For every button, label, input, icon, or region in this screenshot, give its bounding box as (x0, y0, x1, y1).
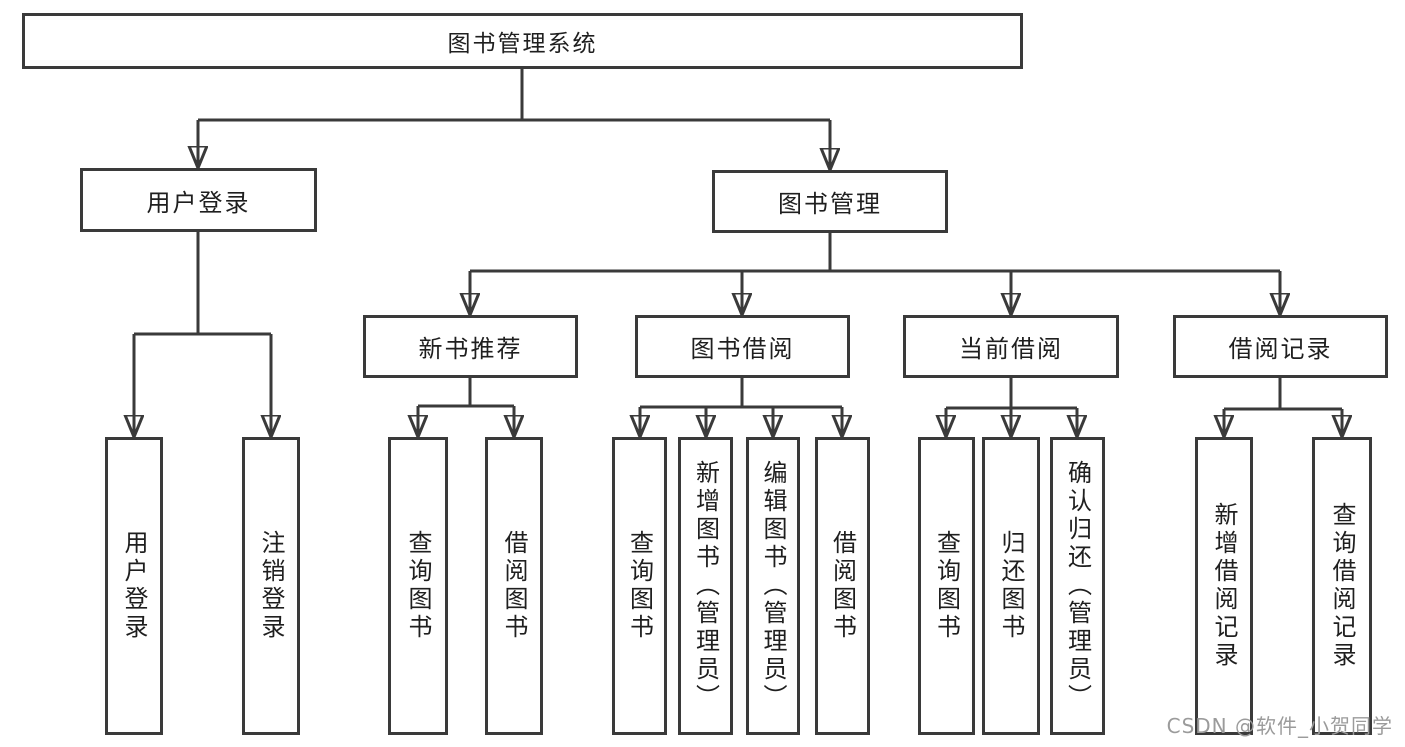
leaf-cb-query-book-label: 查询图书 (932, 530, 961, 642)
leaf-br-query-record: 查询借阅记录 (1312, 437, 1372, 735)
node-new-book-recommend: 新书推荐 (363, 315, 578, 378)
node-current-borrow: 当前借阅 (903, 315, 1119, 378)
leaf-bb-add-book-label: 新增图书（管理员） (691, 460, 720, 712)
leaf-user-login: 用户登录 (105, 437, 163, 735)
leaf-nb-query-book: 查询图书 (388, 437, 448, 735)
node-user-login-label: 用户登录 (146, 188, 251, 217)
node-book-borrow-label: 图书借阅 (690, 335, 795, 363)
leaf-bb-add-book: 新增图书（管理员） (678, 437, 733, 735)
leaf-bb-query-book-label: 查询图书 (625, 530, 654, 642)
leaf-user-login-label: 用户登录 (120, 530, 148, 642)
leaf-nb-borrow-book: 借阅图书 (485, 437, 543, 735)
leaf-cb-confirm-return-label: 确认归还（管理员） (1063, 460, 1092, 712)
connector-new-book-recommend (418, 378, 514, 437)
leaf-bb-edit-book: 编辑图书（管理员） (746, 437, 800, 735)
leaf-nb-query-book-label: 查询图书 (404, 530, 432, 642)
leaf-logout: 注销登录 (242, 437, 300, 735)
connector-book-borrow (640, 378, 842, 437)
node-system-root: 图书管理系统 (22, 13, 1023, 69)
connector-book-management (470, 233, 1280, 315)
leaf-cb-confirm-return: 确认归还（管理员） (1050, 437, 1105, 735)
watermark: CSDN @软件_小贺同学 (1166, 714, 1393, 738)
node-book-management: 图书管理 (712, 170, 948, 233)
node-user-login: 用户登录 (80, 168, 317, 232)
leaf-logout-label: 注销登录 (257, 530, 285, 642)
leaf-cb-return-book: 归还图书 (982, 437, 1040, 735)
leaf-br-query-record-label: 查询借阅记录 (1328, 502, 1356, 670)
leaf-cb-query-book: 查询图书 (918, 437, 975, 735)
leaf-bb-query-book: 查询图书 (612, 437, 667, 735)
leaf-bb-borrow-book-label: 借阅图书 (828, 530, 857, 642)
leaf-nb-borrow-book-label: 借阅图书 (500, 530, 528, 642)
leaf-cb-return-book-label: 归还图书 (997, 530, 1025, 642)
leaf-br-add-record-label: 新增借阅记录 (1210, 502, 1238, 670)
connector-user-login (134, 232, 271, 437)
node-book-management-label: 图书管理 (778, 190, 882, 218)
node-system-root-label: 图书管理系统 (447, 31, 598, 57)
leaf-bb-edit-book-label: 编辑图书（管理员） (759, 460, 787, 712)
node-current-borrow-label: 当前借阅 (959, 335, 1063, 363)
node-new-book-recommend-label: 新书推荐 (418, 335, 523, 363)
node-borrow-records-label: 借阅记录 (1228, 335, 1333, 363)
node-borrow-records: 借阅记录 (1173, 315, 1388, 378)
connector-root (198, 69, 830, 170)
node-book-borrow: 图书借阅 (635, 315, 850, 378)
connector-current-borrow (946, 378, 1077, 437)
leaf-bb-borrow-book: 借阅图书 (815, 437, 870, 735)
leaf-br-add-record: 新增借阅记录 (1195, 437, 1253, 735)
connector-borrow-records (1224, 378, 1342, 437)
